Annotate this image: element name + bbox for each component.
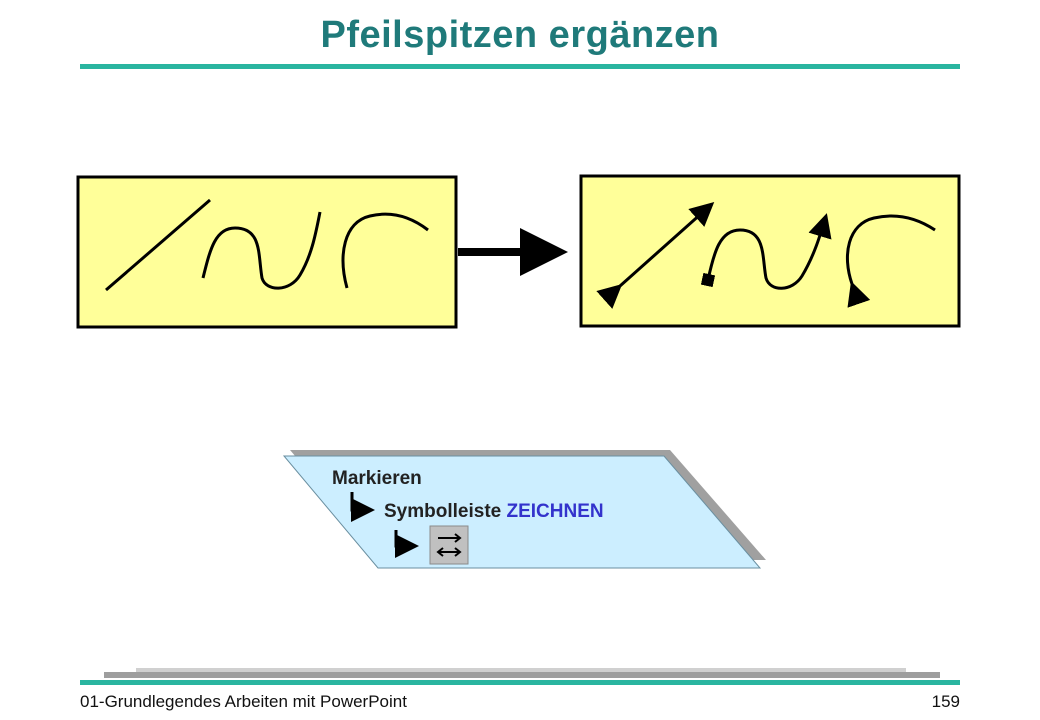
footer-shadow [104, 672, 940, 678]
toolbar-keyword: ZEICHNEN [506, 501, 604, 522]
step-arrow-2 [394, 530, 419, 558]
double-arrow-line [596, 202, 715, 309]
left-box [76, 175, 458, 329]
footer-course-title: 01-Grundlegendes Arbeiten mit PowerPoint [80, 692, 407, 711]
page-number: 159 [931, 692, 960, 711]
toolbar-prefix: Symbolleiste [384, 501, 502, 522]
slide-title: Pfeilspitzen ergänzen [320, 14, 720, 56]
straight-line [105, 198, 211, 292]
s-curve [201, 211, 322, 290]
arc-arrow [845, 214, 936, 308]
arrow-style-button[interactable] [429, 525, 469, 565]
s-curve-arrow [700, 213, 832, 290]
arc [341, 212, 429, 289]
title-underline [80, 64, 960, 69]
step-toolbar: Symbolleiste ZEICHNEN [384, 501, 604, 523]
footer-rule [80, 680, 960, 685]
footer-shadow-light [136, 668, 906, 672]
step-select: Markieren [332, 468, 422, 489]
right-box [579, 174, 961, 328]
step-arrow-1 [350, 492, 375, 522]
arrow-style-icon [436, 533, 462, 557]
